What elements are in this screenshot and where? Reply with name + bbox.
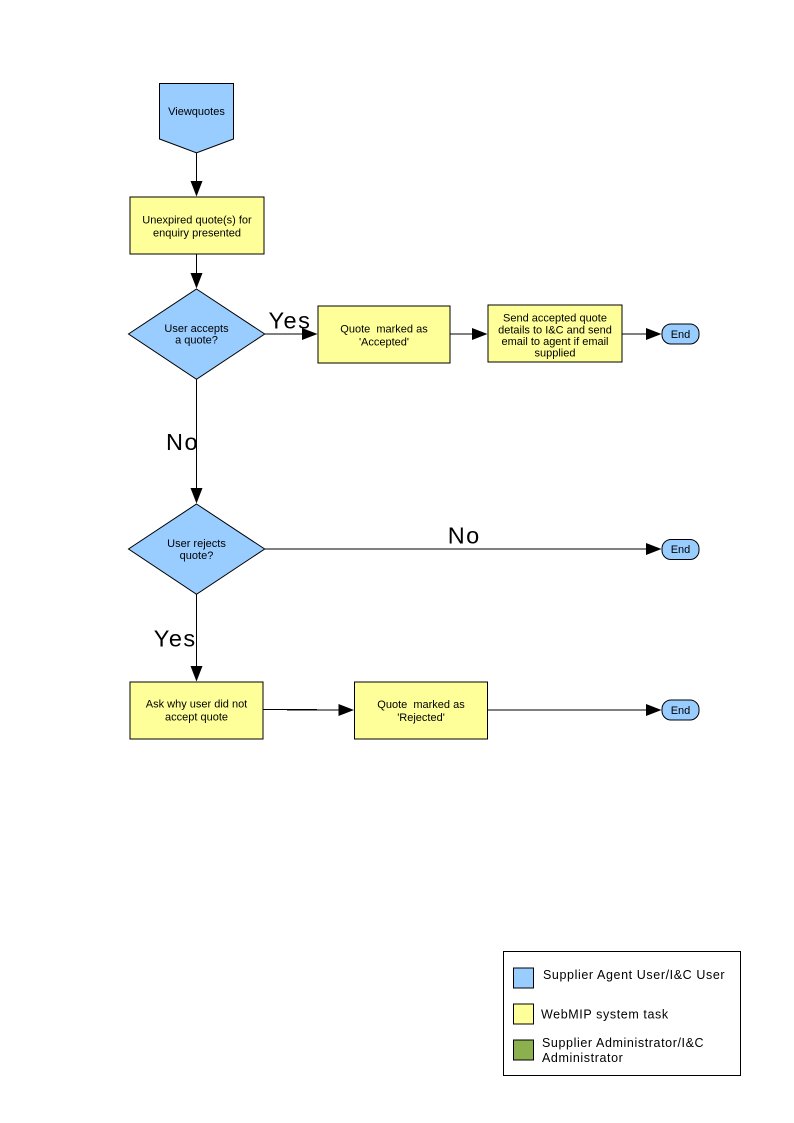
svg-text:quote?: quote? — [180, 550, 214, 562]
svg-text:details to I&C and send: details to I&C and send — [498, 325, 612, 337]
svg-text:WebMIP system task: WebMIP system task — [541, 1008, 669, 1022]
svg-text:End: End — [671, 329, 691, 341]
svg-text:Yes: Yes — [154, 626, 197, 652]
svg-text:End: End — [671, 544, 691, 556]
svg-text:Quote marked as: Quote marked as — [340, 323, 428, 335]
svg-text:End: End — [671, 705, 691, 717]
svg-text:Ask why user did not: Ask why user did not — [146, 699, 248, 711]
svg-text:Supplier Agent User/I&C User: Supplier Agent User/I&C User — [543, 968, 725, 982]
svg-text:Unexpired quote(s) for: Unexpired quote(s) for — [142, 215, 252, 227]
svg-text:enquiry presented: enquiry presented — [153, 228, 241, 240]
svg-text:No: No — [448, 523, 481, 549]
svg-text:'Rejected': 'Rejected' — [397, 712, 445, 724]
svg-text:Supplier Administrator/I&C: Supplier Administrator/I&C — [542, 1036, 704, 1050]
svg-text:a quote?: a quote? — [175, 335, 218, 347]
svg-text:User rejects: User rejects — [167, 538, 226, 550]
svg-text:accept quote: accept quote — [165, 711, 228, 723]
svg-text:supplied: supplied — [535, 348, 576, 360]
svg-text:Viewquotes: Viewquotes — [168, 106, 225, 118]
svg-text:Quote marked as: Quote marked as — [377, 699, 465, 711]
svg-text:email to agent if email: email to agent if email — [502, 336, 609, 348]
svg-text:No: No — [166, 429, 199, 455]
svg-text:Send accepted quote: Send accepted quote — [503, 313, 607, 325]
svg-text:Administrator: Administrator — [542, 1051, 623, 1065]
svg-text:'Accepted': 'Accepted' — [359, 336, 409, 348]
svg-text:User accepts: User accepts — [164, 323, 229, 335]
